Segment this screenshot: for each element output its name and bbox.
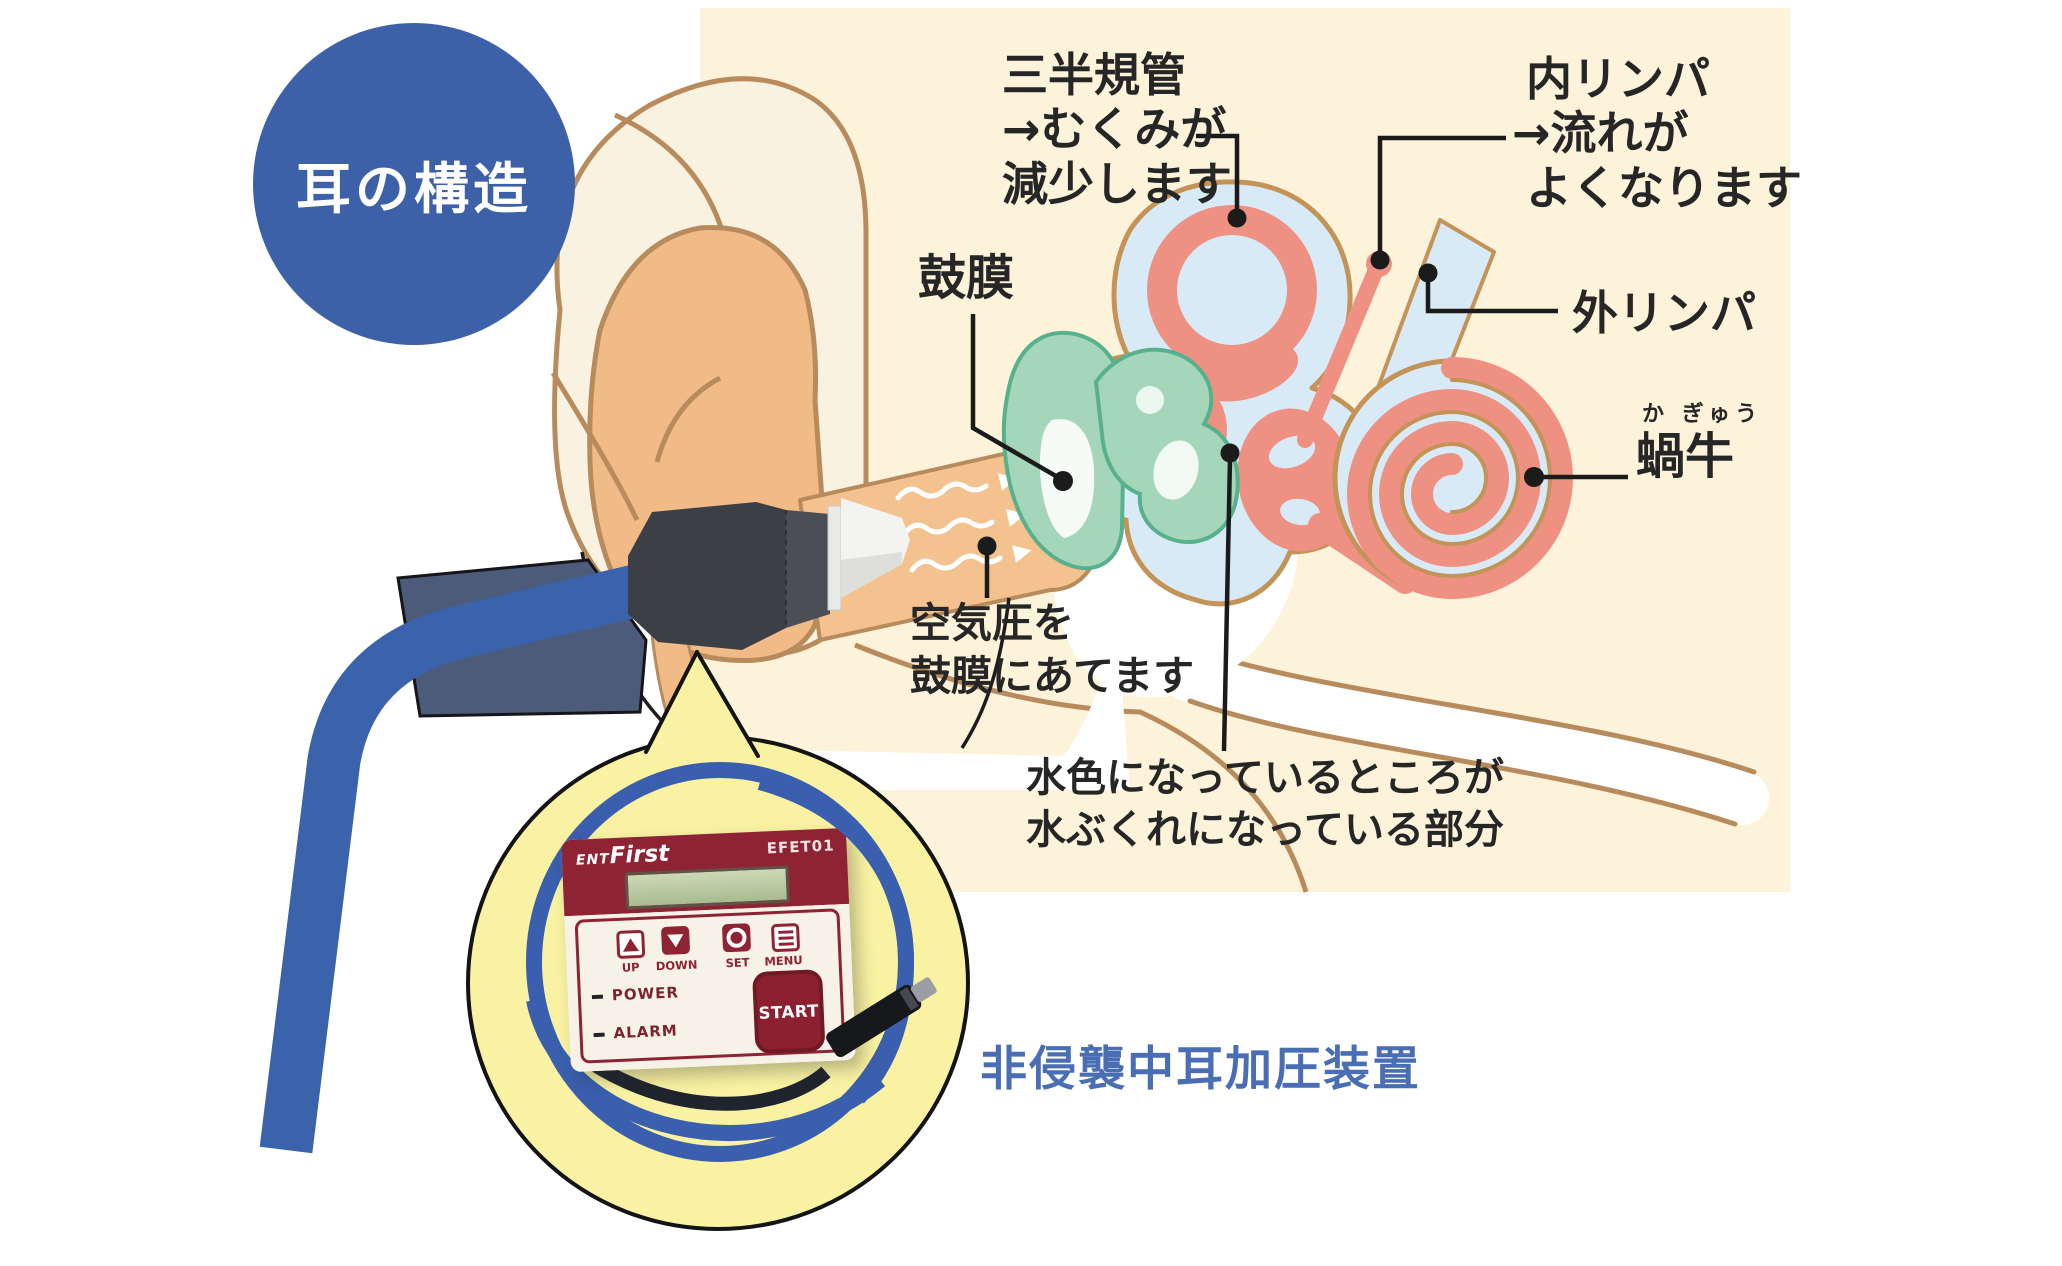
up-label: UP [621, 960, 640, 975]
edema-line1: 水色になっているところが [1026, 755, 1504, 801]
annotation-connectors [970, 133, 1628, 752]
endolymph-line1: 内リンパ [1526, 52, 1710, 106]
up-button [616, 929, 646, 959]
edema-line2: 水ぶくれになっている部分 [1026, 807, 1504, 853]
device-caption: 非侵襲中耳加圧装置 [980, 1042, 1421, 1097]
set-label: SET [725, 955, 750, 971]
start-button: START [752, 969, 826, 1055]
air-pressure-line1: 空気圧を [910, 599, 1074, 647]
device-keypad: UP DOWN SET MENU POWER ALARM START [564, 903, 856, 1073]
label-air-pressure: 空気圧を 鼓膜にあてます [910, 597, 1194, 704]
label-edema-note: 水色になっているところが 水ぶくれになっている部分 [1026, 752, 1504, 856]
endolymphatic-duct [1297, 264, 1383, 448]
semicircular-line2: →むくみが [1002, 102, 1227, 157]
semicircular-line1: 三半規管 [1002, 48, 1186, 102]
brand-name: First [609, 840, 670, 870]
endolymph-line3: よくなります [1526, 160, 1802, 215]
semicircular-line3: 減少します [1002, 156, 1232, 211]
alarm-led [593, 1032, 605, 1038]
up-triangle-icon [622, 937, 639, 952]
jaw-outline [854, 642, 1309, 893]
device-brand: ENTFirst [575, 841, 670, 871]
down-button [660, 925, 691, 956]
ear-plug-probe [628, 498, 910, 650]
set-circle-icon [726, 927, 747, 949]
cochlea-furigana: か ぎゅう [1642, 402, 1762, 427]
menu-button [770, 923, 801, 953]
down-label: DOWN [655, 957, 698, 974]
cochlea-text: 蝸牛 [1636, 427, 1735, 485]
air-tube [259, 562, 655, 1154]
alarm-indicator: ALARM [613, 1021, 679, 1043]
power-led [591, 994, 604, 1000]
eustachian-tube [1163, 646, 1769, 827]
device-header: ENTFirst EFET01 [561, 827, 850, 917]
air-pressure-line2: 鼓膜にあてます [910, 652, 1195, 701]
title-badge: 耳の構造 [253, 23, 575, 345]
menu-label: MENU [764, 952, 803, 969]
endolymph-line2: →流れが [1512, 106, 1689, 161]
menu-lines-icon [777, 929, 794, 946]
label-endolymph: 内リンパ →流れが よくなります [1512, 52, 1802, 215]
label-cochlea: か ぎゅう 蝸牛 [1636, 402, 1762, 486]
power-indicator: POWER [611, 983, 680, 1005]
label-perilymph: 外リンパ [1572, 286, 1756, 340]
cochlea [1332, 357, 1573, 600]
label-eardrum: 鼓膜 [918, 250, 1015, 306]
brand-prefix: ENT [575, 851, 611, 869]
label-semicircular-canal: 三半規管 →むくみが 減少します [1002, 48, 1232, 211]
down-triangle-icon [667, 933, 684, 948]
device-model: EFET01 [766, 836, 835, 858]
set-button [721, 923, 752, 953]
annotation-dots [977, 208, 1544, 556]
air-pressure-waves [895, 473, 1032, 573]
pressure-device: ENTFirst EFET01 UP DOWN SET MENU POWER A… [561, 827, 856, 1073]
eardrum-and-ossicles [1001, 330, 1240, 571]
lcd-screen [624, 865, 791, 910]
